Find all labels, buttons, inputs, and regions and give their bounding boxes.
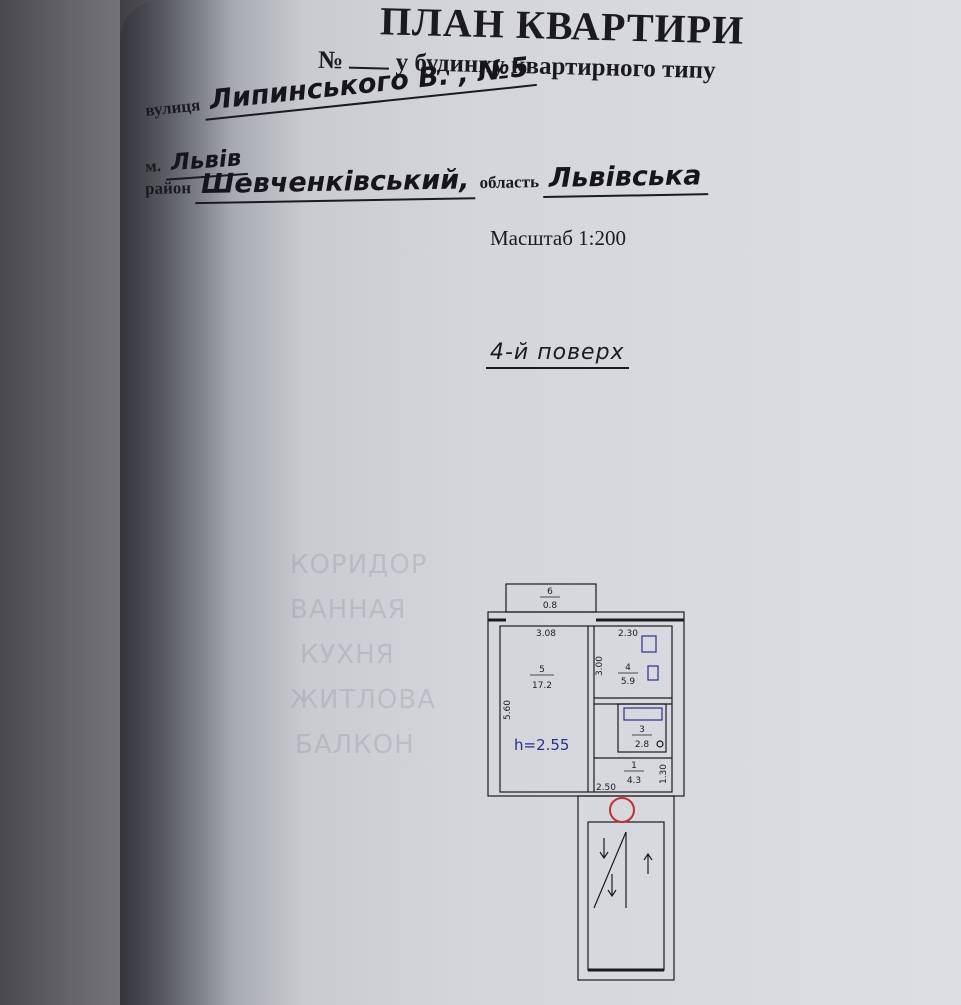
sink-icon bbox=[656, 740, 664, 748]
room-5-number: 5 bbox=[539, 665, 545, 675]
entrance-marker bbox=[609, 797, 635, 823]
ghost-row-1: КОРИДОР bbox=[290, 550, 428, 580]
right-page bbox=[120, 0, 961, 1005]
bathroom-outline bbox=[617, 703, 667, 753]
dim-room5-depth: 5.60 bbox=[503, 700, 513, 720]
stove-icon bbox=[641, 635, 657, 653]
page-fold-shadow bbox=[120, 0, 230, 1005]
dim-hall-width: 2.50 bbox=[596, 783, 616, 793]
ceiling-height: h=2.55 bbox=[514, 736, 569, 754]
ghost-row-2: ВАННАЯ bbox=[290, 595, 407, 625]
room-1-number: 1 bbox=[631, 761, 637, 771]
room-3-area: 2.8 bbox=[635, 740, 650, 750]
room-4-number: 4 bbox=[625, 663, 631, 673]
ghost-row-3: КУХНЯ bbox=[300, 640, 395, 670]
bathtub-icon bbox=[623, 707, 663, 721]
ghost-row-4: ЖИТЛОВА bbox=[290, 685, 436, 715]
dim-room4-width: 2.30 bbox=[618, 629, 638, 639]
floor-plan: 6 0.8 3.08 2.30 5 17.2 4 5.9 3 2.8 1 4.3… bbox=[487, 583, 685, 981]
dim-room1-depth: 1.30 bbox=[659, 764, 669, 784]
room-5-area: 17.2 bbox=[532, 681, 552, 691]
scale-label: Масштаб 1:200 bbox=[490, 226, 627, 250]
district-value: Шевченківський, bbox=[194, 164, 476, 205]
district-label: район bbox=[144, 178, 192, 198]
number-label: № bbox=[317, 46, 344, 75]
stairwell-outline bbox=[577, 795, 675, 981]
dim-room4-depth: 3.00 bbox=[595, 656, 605, 676]
room-6-number: 6 bbox=[547, 587, 553, 597]
kitchen-sink-icon bbox=[647, 665, 659, 681]
room-4-area: 5.9 bbox=[621, 677, 636, 687]
ghost-row-5: БАЛКОН bbox=[295, 730, 415, 760]
dim-room5-width: 3.08 bbox=[536, 629, 556, 639]
apartment-inner-wall bbox=[499, 625, 673, 793]
floor-label: 4-й поверх bbox=[486, 340, 629, 369]
room-3-number: 3 bbox=[639, 725, 645, 735]
room-1-area: 4.3 bbox=[627, 776, 641, 786]
region-value: Львівська bbox=[542, 160, 708, 199]
street-label: вулиця bbox=[144, 95, 202, 120]
region-label: область bbox=[479, 172, 540, 193]
room-6-area: 0.8 bbox=[543, 601, 558, 611]
